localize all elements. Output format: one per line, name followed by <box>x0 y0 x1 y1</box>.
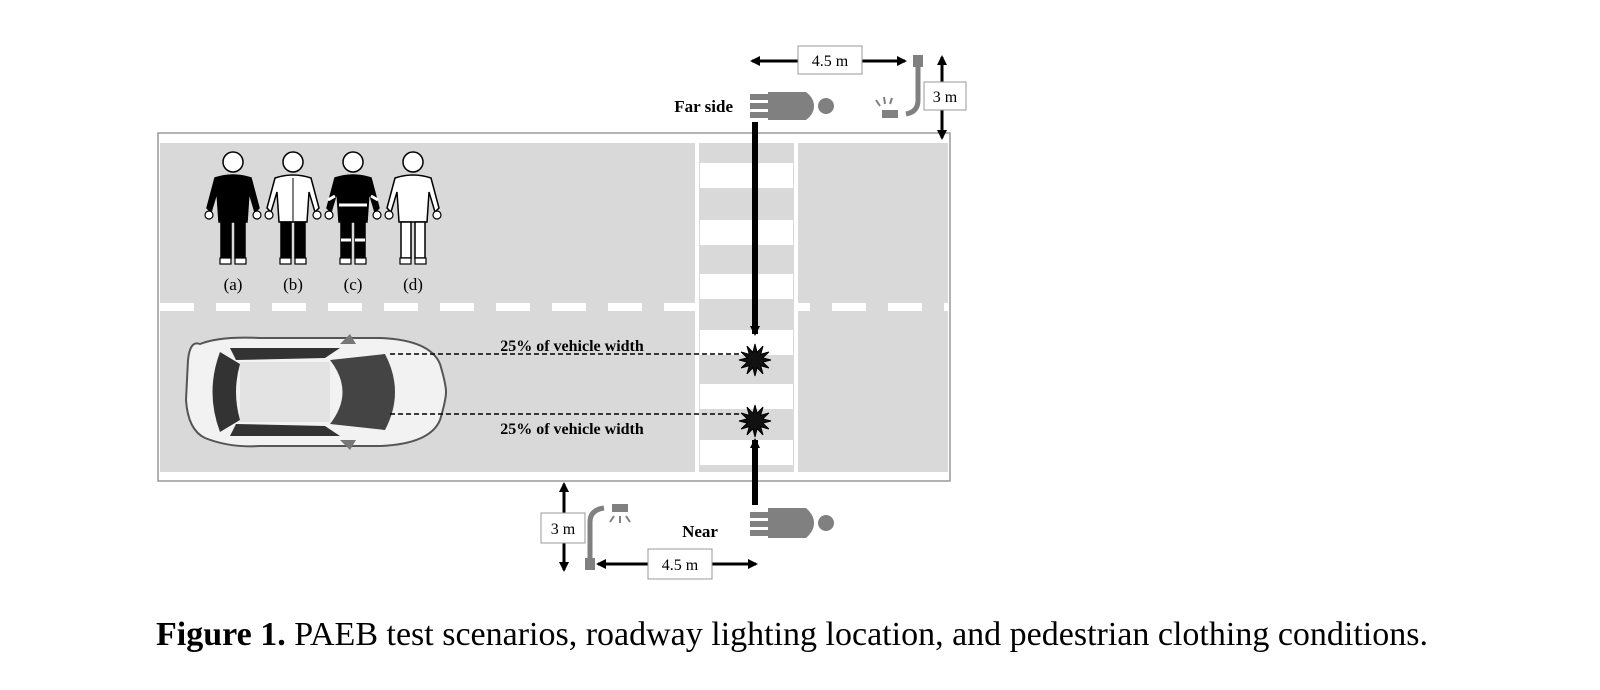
clothing-figure-c: (c) <box>324 151 382 294</box>
far-side-pedestrian-icon <box>750 92 834 120</box>
caption-text: PAEB test scenarios, roadway lighting lo… <box>285 616 1428 653</box>
paeb-diagram: (a) (b) (c) (d) 25% of vehicle width 25% of… <box>157 45 967 580</box>
clothing-figures: (a) (b) (c) (d) <box>204 151 442 294</box>
clothing-figure-d: (d) <box>384 151 442 294</box>
streetlight-near-icon <box>585 504 631 570</box>
dimension-far-height: 3 m <box>923 55 967 140</box>
clothing-figure-a: (a) <box>204 151 262 294</box>
impact-point-lower-icon <box>738 404 772 438</box>
svg-text:3 m: 3 m <box>551 521 576 538</box>
streetlight-far-icon <box>875 55 923 118</box>
clothing-label-a: (a) <box>224 275 243 294</box>
impact-label-upper: 25% of vehicle width <box>500 338 644 355</box>
clothing-label-c: (c) <box>344 275 363 294</box>
test-vehicle <box>184 334 448 450</box>
caption-prefix: Figure 1. <box>156 616 286 653</box>
impact-point-upper-icon <box>738 343 772 377</box>
clothing-label-b: (b) <box>283 275 303 294</box>
clothing-label-d: (d) <box>403 275 423 294</box>
near-side-label: Near <box>682 522 718 541</box>
dimension-far-width: 4.5 m <box>750 45 907 75</box>
svg-text:4.5 m: 4.5 m <box>662 557 699 574</box>
impact-label-lower: 25% of vehicle width <box>500 421 644 438</box>
dimension-near-width: 4.5 m <box>596 548 758 580</box>
dimension-near-height: 3 m <box>540 482 586 572</box>
svg-text:3 m: 3 m <box>933 89 958 106</box>
svg-text:4.5 m: 4.5 m <box>812 53 849 70</box>
near-side-pedestrian-icon <box>750 508 834 538</box>
clothing-figure-b: (b) <box>264 151 322 294</box>
far-side-label: Far side <box>674 97 733 116</box>
figure-caption: Figure 1. PAEB test scenarios, roadway l… <box>156 616 1428 654</box>
